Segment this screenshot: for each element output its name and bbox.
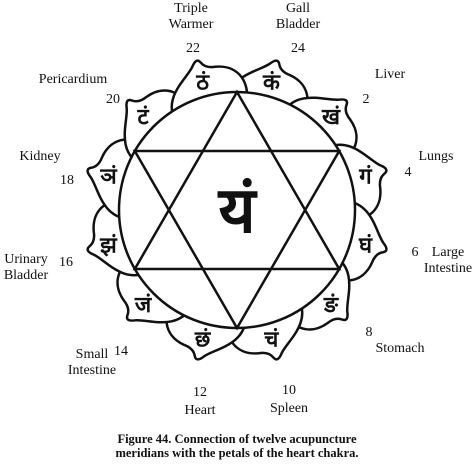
meridian-name-line: Intestine — [424, 261, 472, 276]
meridian-number: 22 — [186, 41, 200, 56]
meridian-name-line: Intestine — [68, 363, 116, 378]
meridian-name-line: Bladder — [276, 17, 321, 32]
meridian-name-line: Warmer — [169, 17, 214, 32]
triangle-down — [132, 149, 342, 331]
petal-glyphs: कं खं गं घं ङं चं छं जं झं ञं टं ठं — [99, 71, 373, 353]
meridian-number: 24 — [291, 41, 305, 56]
meridian-number: 12 — [193, 385, 207, 400]
petal-glyph-10: ञं — [99, 165, 118, 190]
petal-glyph-4: घं — [358, 233, 373, 258]
meridian-name-line: Pericardium — [39, 72, 108, 87]
petal-glyph-9: झं — [99, 233, 118, 258]
figure-caption: Figure 44. Connection of twelve acupunct… — [0, 432, 474, 460]
meridian-name-line: Kidney — [19, 149, 60, 164]
meridian-label-4: 4 Lungs — [405, 149, 454, 180]
meridian-name-line: Gall — [286, 1, 310, 16]
meridian-number: 14 — [114, 344, 128, 359]
petal-glyph-8: जं — [134, 293, 153, 318]
meridian-name-line: Lungs — [419, 149, 454, 164]
meridian-number: 16 — [59, 255, 73, 270]
meridian-name-line: Urinary — [4, 252, 48, 267]
meridian-number: 10 — [282, 383, 296, 398]
meridian-name-line: Large — [432, 245, 464, 260]
meridian-number: 20 — [106, 92, 120, 107]
triangle-up — [132, 89, 342, 271]
petal-glyph-6: चं — [263, 328, 279, 353]
caption-line-2: meridians with the petals of the heart c… — [115, 446, 359, 460]
meridian-name-line: Spleen — [270, 401, 308, 416]
meridian-label-20: 20 Pericardium — [39, 72, 120, 107]
meridian-name-line: Liver — [375, 67, 406, 82]
meridian-name-line: Stomach — [376, 341, 425, 356]
caption-line-1: Figure 44. Connection of twelve acupunct… — [117, 432, 357, 446]
petal-glyph-3: गं — [358, 165, 373, 190]
meridian-name-line: Small — [76, 347, 109, 362]
meridian-number: 2 — [363, 92, 370, 107]
meridian-label-2: 2 Liver — [363, 67, 406, 107]
petal-glyph-5: ङं — [323, 293, 339, 318]
petal-glyph-11: टं — [136, 105, 149, 130]
meridian-number: 18 — [60, 173, 74, 188]
petal-glyph-7: छं — [194, 328, 212, 353]
meridian-name-line: Bladder — [4, 268, 49, 283]
petal-glyph-1: कं — [262, 71, 281, 96]
meridian-name-line: Heart — [184, 403, 215, 418]
petal-glyph-12: ठं — [195, 71, 210, 96]
meridian-number: 6 — [412, 245, 419, 260]
meridian-name-line: Triple — [174, 1, 208, 16]
meridian-number: 4 — [405, 165, 412, 180]
center-bija-glyph: यं — [217, 174, 258, 248]
meridian-number: 8 — [366, 325, 373, 340]
petal-glyph-2: खं — [321, 105, 341, 130]
